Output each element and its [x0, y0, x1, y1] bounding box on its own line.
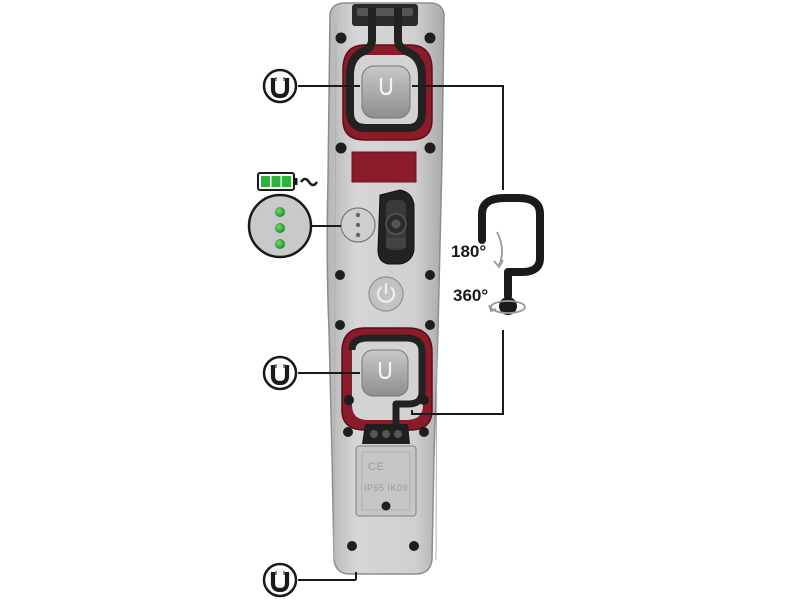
battery-icon: [257, 172, 298, 191]
power-button: [368, 276, 404, 312]
battery-compartment: [355, 445, 417, 517]
label-plate: [351, 151, 417, 183]
rotate-180-arrow: [493, 231, 504, 269]
magnet-icon: [379, 78, 393, 96]
screw: [335, 32, 436, 551]
magnet-callout-bottom: [262, 562, 357, 598]
rotation-360-label: 360°: [453, 286, 489, 305]
magnet-icon: [270, 571, 290, 593]
lower-clip: [343, 395, 429, 444]
magnet-icon: [270, 364, 290, 386]
tilde-icon: [299, 177, 319, 187]
ce-mark: CE: [368, 461, 385, 473]
magnet-icon: [270, 77, 290, 99]
top-cap: [352, 4, 418, 26]
power-icon: [376, 282, 396, 303]
hook-icon: [478, 194, 544, 315]
magnet-callout-middle: [262, 355, 360, 391]
magnet-callout-top: [262, 68, 360, 104]
hook-connector-lines: [411, 85, 504, 415]
rotary-clip: [377, 189, 415, 265]
bottom-hook-frame: [341, 327, 433, 431]
rotation-180-label: 180°: [451, 242, 487, 261]
ip-rating-text: IP65 IK09: [364, 483, 409, 493]
charge-indicator-callout: [247, 193, 341, 259]
charge-indicator-window: [340, 207, 376, 243]
charge-indicator-icon: [275, 207, 285, 249]
rotate-360-arrow: [488, 300, 526, 314]
